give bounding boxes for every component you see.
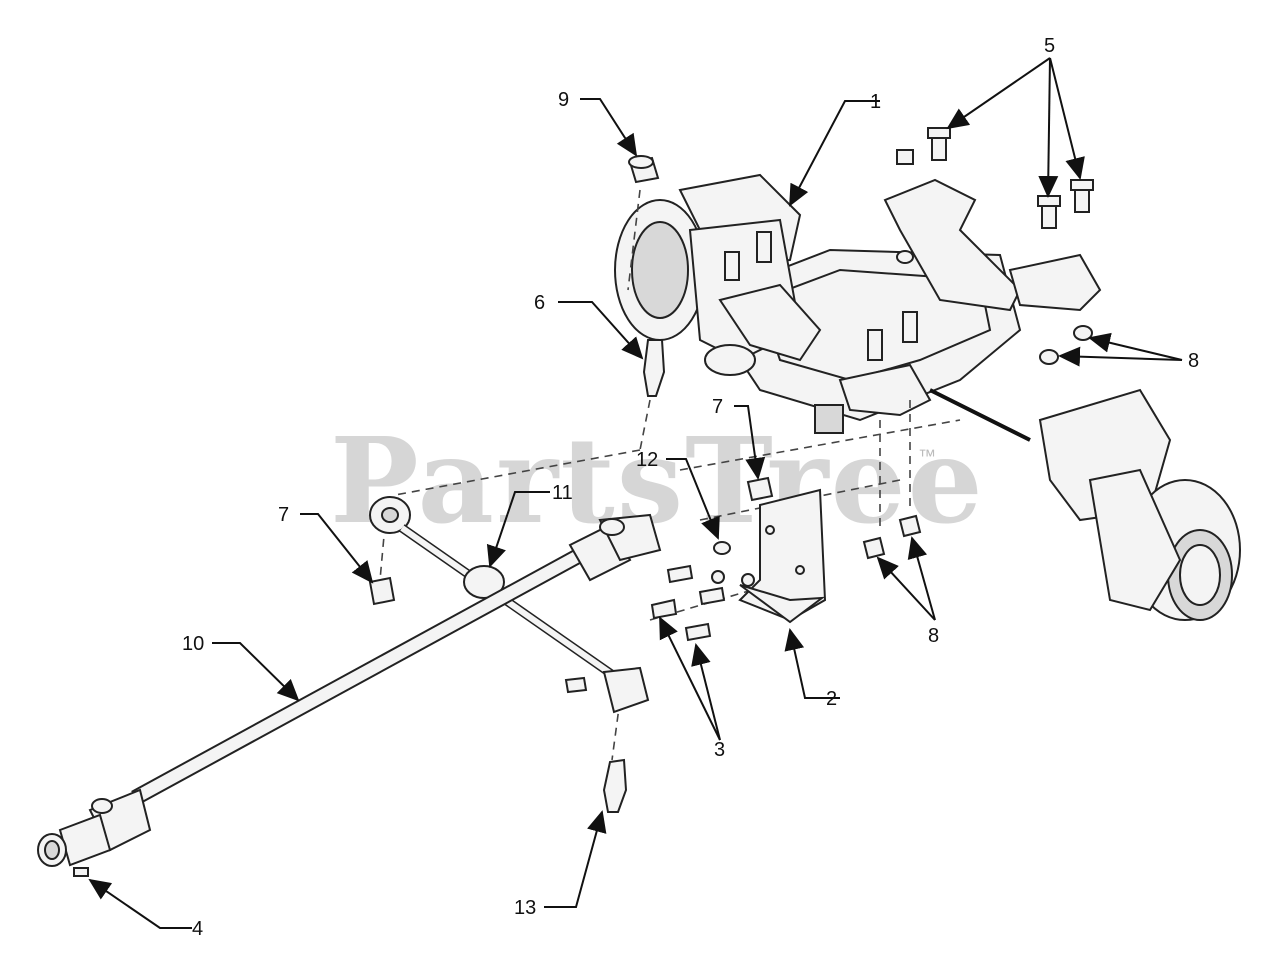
callout-label-11: 11 (552, 482, 573, 504)
lock-nut-9 (628, 155, 660, 184)
callout-7-left: 7 (278, 504, 374, 584)
washer-12 (713, 541, 731, 555)
callout-1: 1 (789, 91, 881, 207)
callout-label-3: 3 (714, 739, 725, 761)
callout-7-right: 7 (712, 396, 766, 480)
drive-shaft-10 (37, 513, 662, 877)
callout-label-8a: 8 (1188, 350, 1199, 372)
front-axle-assembly (614, 173, 1241, 621)
callout-3: 3 (659, 616, 725, 761)
callout-label-8b: 8 (928, 625, 939, 647)
callout-label-4: 4 (192, 918, 203, 940)
callout-label-9: 9 (558, 89, 569, 111)
callout-13: 13 (514, 810, 607, 919)
callout-label-7b: 7 (712, 396, 723, 418)
callout-label-7a: 7 (278, 504, 289, 526)
callout-10: 10 (182, 633, 300, 702)
callout-label-12: 12 (636, 449, 658, 471)
callout-label-5: 5 (1044, 35, 1055, 57)
callout-label-6: 6 (534, 292, 545, 314)
nut-7-left (368, 576, 396, 606)
callout-12: 12 (636, 449, 720, 540)
bolt-group-3 (650, 564, 726, 642)
callout-6: 6 (534, 292, 644, 360)
bolt-group-5 (724, 127, 1094, 361)
callout-11: 11 (486, 482, 573, 568)
mount-bracket-2 (738, 488, 827, 624)
callout-label-10: 10 (182, 633, 204, 655)
callout-5: 5 (946, 35, 1085, 198)
callout-label-1: 1 (870, 91, 881, 113)
nut-7-bracket (746, 476, 774, 502)
callout-4: 4 (88, 878, 203, 940)
callout-2: 2 (784, 628, 840, 710)
watermark-text: PartsTree (330, 411, 985, 550)
support-arm-11 (369, 496, 650, 714)
callout-9: 9 (558, 89, 638, 157)
watermark: PartsTree ™ (330, 411, 985, 550)
callout-8-top: 8 (1058, 332, 1199, 372)
stud-13 (602, 758, 628, 813)
nut-group-8-bottom (862, 514, 922, 560)
callout-8-bottom: 8 (876, 536, 939, 647)
watermark-tm: ™ (918, 446, 936, 466)
ball-stud-6 (642, 339, 666, 397)
callout-label-2: 2 (826, 688, 837, 710)
callout-label-13: 13 (514, 897, 536, 919)
